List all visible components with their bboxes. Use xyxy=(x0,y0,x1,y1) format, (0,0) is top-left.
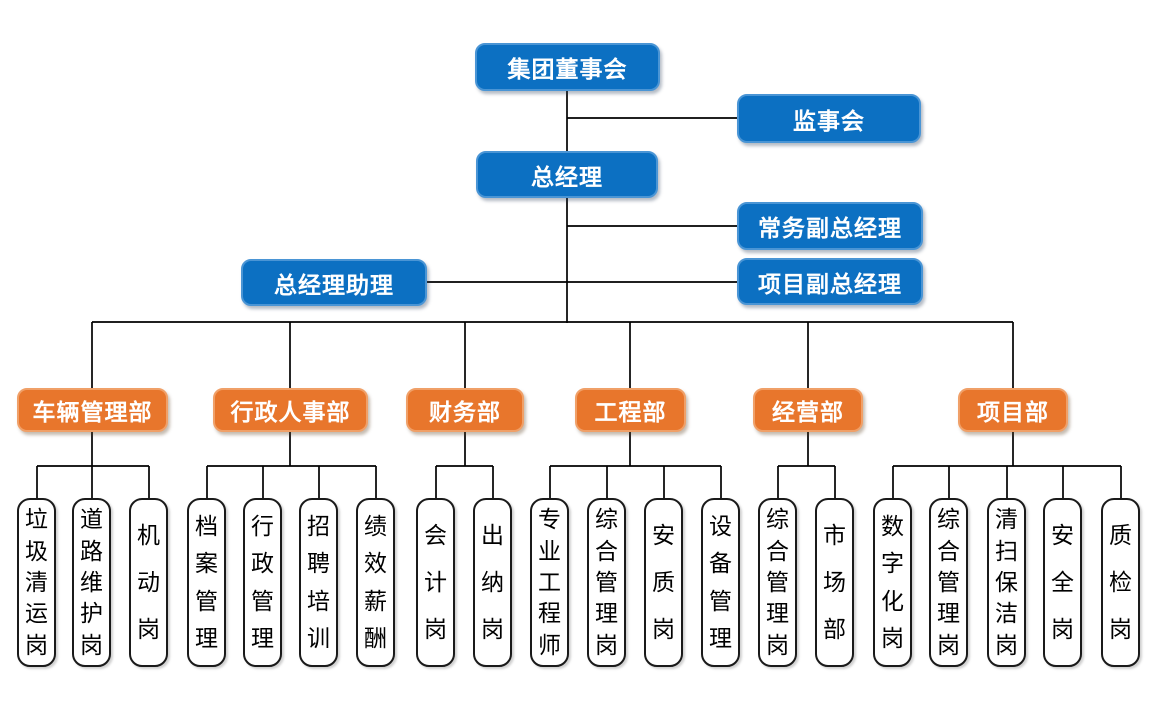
post-label: 综合管理岗 xyxy=(766,506,789,658)
node-dept-project: 项目部 xyxy=(958,388,1068,432)
post-label: 垃圾清运岗 xyxy=(25,506,48,658)
node-board: 集团董事会 xyxy=(475,43,660,91)
node-post-professional-engineer: 专业工程师 xyxy=(530,498,569,667)
post-label: 行政管理 xyxy=(251,512,274,652)
node-post-accounting: 会计岗 xyxy=(416,498,455,667)
post-label: 清扫保洁岗 xyxy=(995,506,1018,658)
node-post-garbage-removal: 垃圾清运岗 xyxy=(17,498,56,667)
post-label: 安全岗 xyxy=(1051,522,1074,642)
node-post-road-maintenance: 道路维护岗 xyxy=(72,498,111,667)
post-label: 机动岗 xyxy=(137,522,160,642)
node-post-admin-management: 行政管理 xyxy=(243,498,282,667)
node-post-cashier: 出纳岗 xyxy=(473,498,512,667)
department-level-connectors xyxy=(91,321,1014,388)
node-executive-deputy-gm: 常务副总经理 xyxy=(737,202,923,250)
post-label: 招聘培训 xyxy=(307,512,330,652)
node-post-archives-management: 档案管理 xyxy=(187,498,226,667)
node-post-general-management-proj: 综合管理岗 xyxy=(929,498,968,667)
executive-connectors xyxy=(427,91,738,323)
node-gm-assistant: 总经理助理 xyxy=(241,259,427,306)
post-label: 综合管理岗 xyxy=(937,506,960,658)
post-label: 数字化岗 xyxy=(881,512,904,652)
post-label: 设备管理 xyxy=(709,512,732,652)
post-level-connectors xyxy=(36,432,1122,498)
post-label: 档案管理 xyxy=(195,512,218,652)
node-dept-vehicle-management: 车辆管理部 xyxy=(17,388,168,432)
node-supervisory-board: 监事会 xyxy=(737,94,921,143)
node-post-safety: 安全岗 xyxy=(1043,498,1082,667)
node-post-marketing: 市场部 xyxy=(815,498,854,667)
node-dept-operations: 经营部 xyxy=(753,388,863,432)
node-post-general-management-eng: 综合管理岗 xyxy=(587,498,626,667)
node-post-recruit-training: 招聘培训 xyxy=(299,498,338,667)
node-post-performance-pay: 绩效薪酬 xyxy=(356,498,395,667)
post-label: 专业工程师 xyxy=(538,506,561,658)
post-label: 会计岗 xyxy=(424,522,447,642)
post-label: 出纳岗 xyxy=(481,522,504,642)
node-post-general-management-ops: 综合管理岗 xyxy=(758,498,797,667)
node-post-cleaning: 清扫保洁岗 xyxy=(987,498,1026,667)
post-label: 市场部 xyxy=(823,522,846,642)
post-label: 绩效薪酬 xyxy=(364,512,387,652)
node-post-safety-quality: 安质岗 xyxy=(644,498,683,667)
node-dept-admin-hr: 行政人事部 xyxy=(213,388,368,432)
node-project-deputy-gm: 项目副总经理 xyxy=(737,258,923,305)
node-post-digitalization: 数字化岗 xyxy=(873,498,912,667)
node-post-quality-inspection: 质检岗 xyxy=(1101,498,1140,667)
node-dept-finance: 财务部 xyxy=(406,388,524,432)
post-label: 质检岗 xyxy=(1109,522,1132,642)
node-general-manager: 总经理 xyxy=(476,151,658,198)
post-label: 道路维护岗 xyxy=(80,506,103,658)
node-post-mobile: 机动岗 xyxy=(129,498,168,667)
node-dept-engineering: 工程部 xyxy=(575,388,686,432)
post-label: 综合管理岗 xyxy=(595,506,618,658)
post-label: 安质岗 xyxy=(652,522,675,642)
node-post-equipment-management: 设备管理 xyxy=(701,498,740,667)
